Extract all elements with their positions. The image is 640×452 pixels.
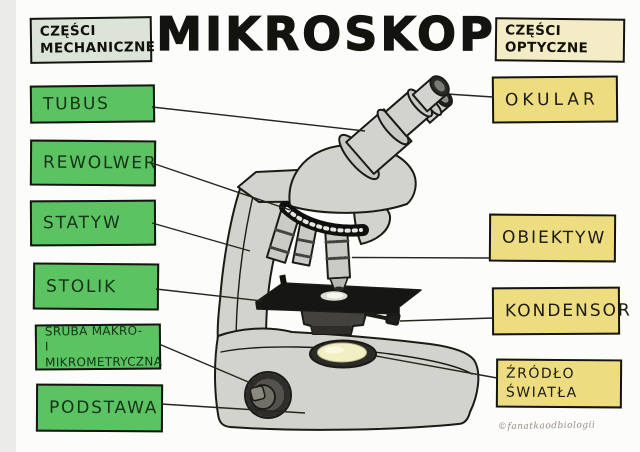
leader-line-tubus	[151, 106, 366, 132]
label-tubus: TUBUS	[29, 84, 156, 124]
leader-lines	[151, 93, 498, 414]
label-sruba: ŚRUBA MAKRO- I MIKROMETRYCZNA	[34, 323, 163, 371]
label-okular-text: OKULAR	[504, 89, 599, 110]
label-obiektyw-text: OBIEKTYW	[501, 227, 607, 249]
label-zrodlo-swiatla: ŹRÓDŁO ŚWIATŁA	[495, 358, 623, 409]
label-kondensor: KONDENSOR	[491, 286, 632, 336]
legend-mechanical-line1: CZĘŚCI	[39, 23, 96, 40]
label-stolik: STOLIK	[32, 262, 160, 311]
label-podstawa-text: PODSTAWA	[48, 397, 159, 419]
leader-line-sruba	[158, 343, 254, 385]
diagram-title: MIKROSKOP	[156, 6, 496, 61]
leader-line-podstawa	[160, 403, 306, 414]
legend-mechanical: CZĘŚCI MECHANICZNE	[29, 16, 156, 64]
label-sruba-line1: ŚRUBA MAKRO-	[44, 323, 143, 339]
legend-mechanical-line2: MECHANICZNE	[40, 39, 156, 57]
label-kondensor-text: KONDENSOR	[504, 300, 632, 322]
part-zrodlo-light	[309, 339, 377, 369]
watermark-signature: ©fanatkaodbiologii	[497, 420, 596, 433]
leader-line-okular	[446, 93, 494, 98]
label-statyw-text: STATYW	[42, 212, 122, 234]
part-kondensor	[300, 307, 401, 335]
part-obiektyw-lenses	[265, 210, 351, 292]
part-podstawa-base	[214, 327, 480, 431]
leader-line-kondensor	[399, 317, 494, 322]
legend-optical-line2: OPTYCZNE	[504, 39, 589, 57]
legend-optical: CZĘŚCI OPTYCZNE	[494, 17, 626, 63]
page-edge-strip	[0, 0, 16, 452]
part-sruba-knob	[244, 371, 292, 419]
label-rewolwer: REWOLWER	[29, 139, 158, 187]
label-sruba-line2: I MIKROMETRYCZNA	[44, 339, 163, 370]
label-rewolwer-text: REWOLWER	[42, 152, 158, 174]
label-podstawa: PODSTAWA	[35, 383, 164, 433]
part-tubus-head	[288, 75, 453, 214]
leader-line-obiektyw	[351, 256, 491, 259]
leader-line-stolik	[155, 288, 263, 302]
label-obiektyw: OBIEKTYW	[488, 213, 617, 263]
part-statyw-arm	[216, 166, 397, 341]
leader-line-statyw	[151, 222, 251, 252]
label-okular: OKULAR	[491, 75, 619, 124]
label-statyw: STATYW	[29, 199, 157, 247]
label-stolik-text: STOLIK	[45, 276, 118, 297]
legend-optical-line1: CZĘŚCI	[505, 22, 562, 40]
part-stolik-stage	[255, 274, 422, 315]
part-rewolwer-band	[279, 201, 369, 237]
label-tubus-text: TUBUS	[42, 93, 110, 115]
label-zrodlo-line2: ŚWIATŁA	[505, 384, 578, 401]
leader-line-rewolwer	[151, 162, 291, 211]
label-zrodlo-line1: ŹRÓDŁO	[506, 365, 576, 383]
leader-line-zrodlo	[375, 355, 498, 379]
